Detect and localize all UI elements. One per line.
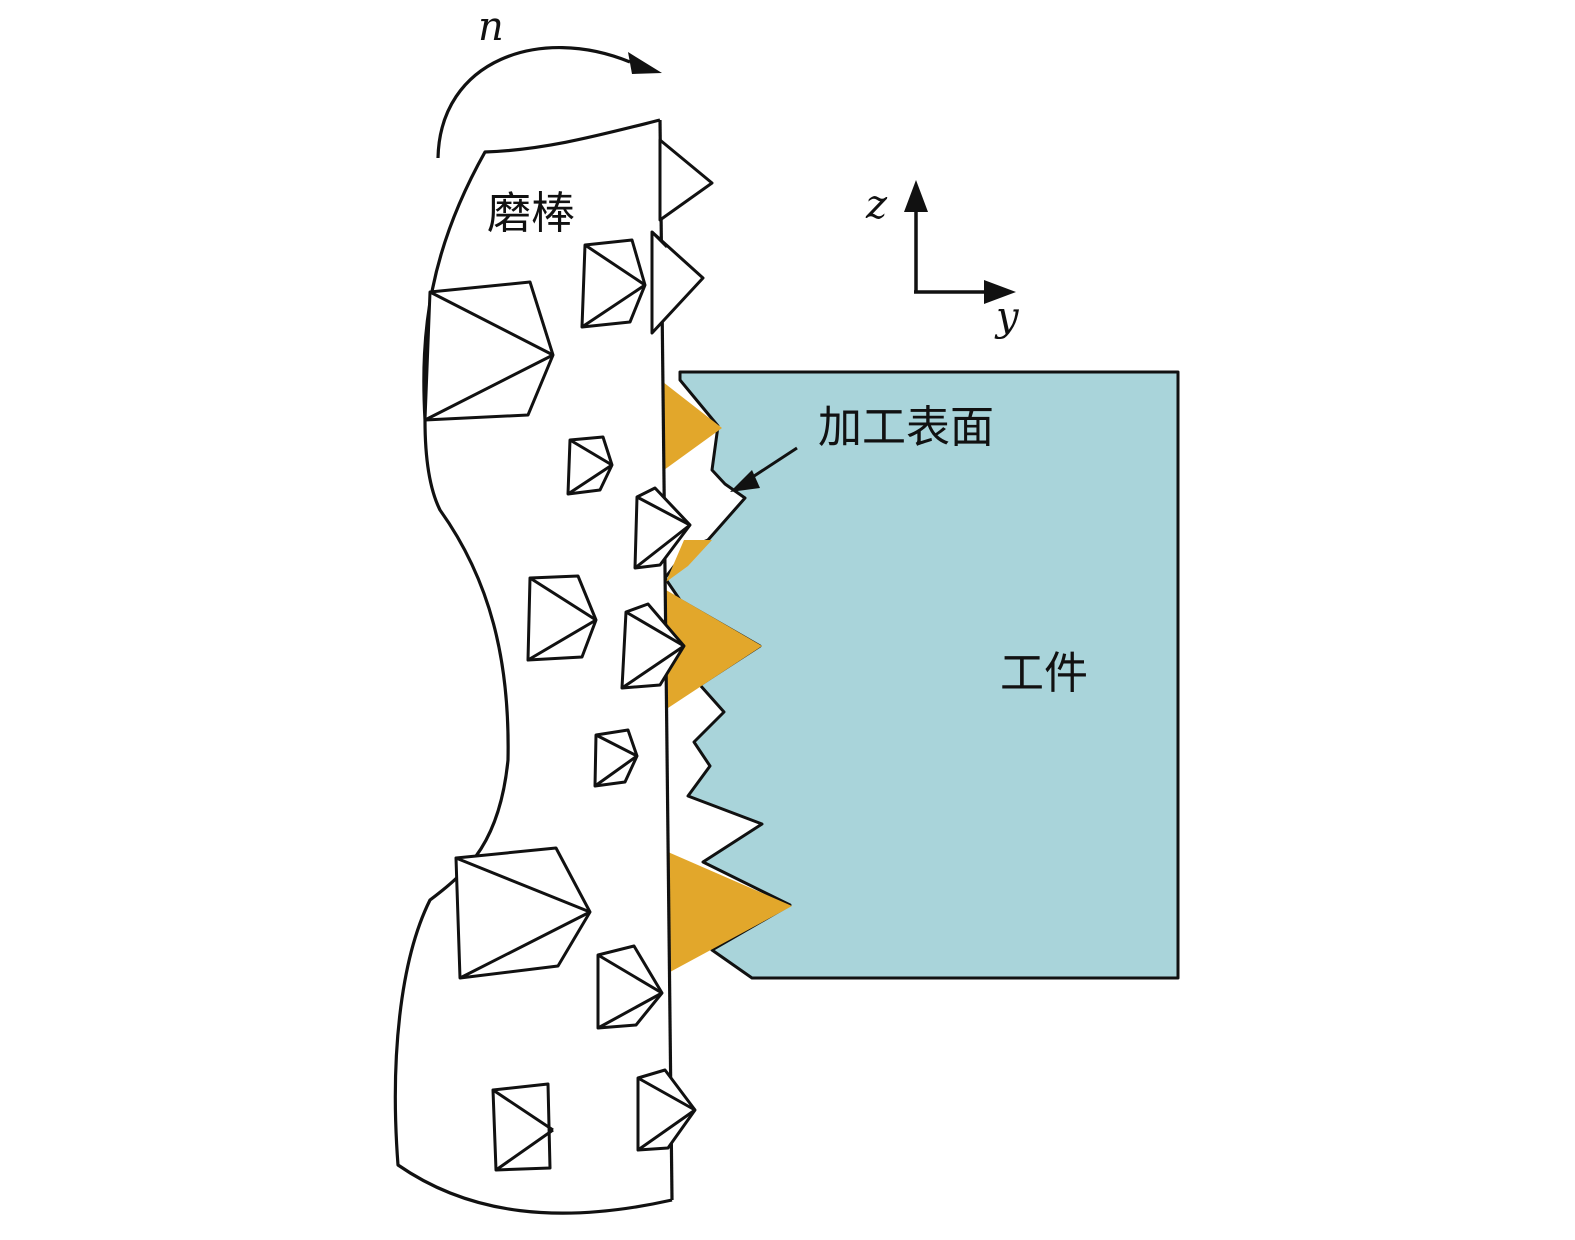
grain-5 (566, 435, 614, 496)
grain-7 (526, 574, 598, 662)
grinding-rod-outline (393, 118, 673, 1215)
chip-3 (666, 590, 762, 708)
grain-1 (658, 138, 714, 222)
coordinate-axes (904, 180, 1016, 304)
chips (663, 382, 792, 972)
grain-10 (454, 846, 592, 980)
rotation-arrow-head (628, 52, 662, 74)
rotation-arc (436, 46, 631, 159)
workpiece-label: 工件 (1000, 648, 1088, 699)
axis-z-label: z (865, 182, 888, 228)
surface-leader-head (730, 470, 760, 492)
grain-3 (650, 230, 705, 335)
grain-13 (636, 1068, 697, 1152)
rotation-label: n (478, 4, 504, 50)
grain-2 (580, 238, 647, 329)
grain-11 (596, 944, 664, 1030)
surface-leader-line (747, 446, 798, 482)
grain-6 (633, 486, 692, 570)
tool-label: 磨棒 (487, 188, 575, 239)
grain-8 (620, 602, 686, 690)
surface-label: 加工表面 (818, 402, 994, 453)
axis-y-label: y (994, 294, 1020, 340)
chip-1 (663, 382, 722, 470)
workpiece-block (663, 370, 1180, 980)
axis-z-arrow-head (904, 180, 928, 212)
surface-leader (730, 446, 798, 492)
grain-12 (491, 1082, 554, 1172)
chip-2 (666, 540, 712, 582)
axis-y-arrow-head (984, 280, 1016, 304)
chip-4 (668, 852, 792, 972)
rotation-arrow (436, 46, 662, 159)
grain-9 (593, 728, 639, 788)
abrasive-grains (423, 138, 714, 1172)
grain-4 (423, 280, 555, 422)
